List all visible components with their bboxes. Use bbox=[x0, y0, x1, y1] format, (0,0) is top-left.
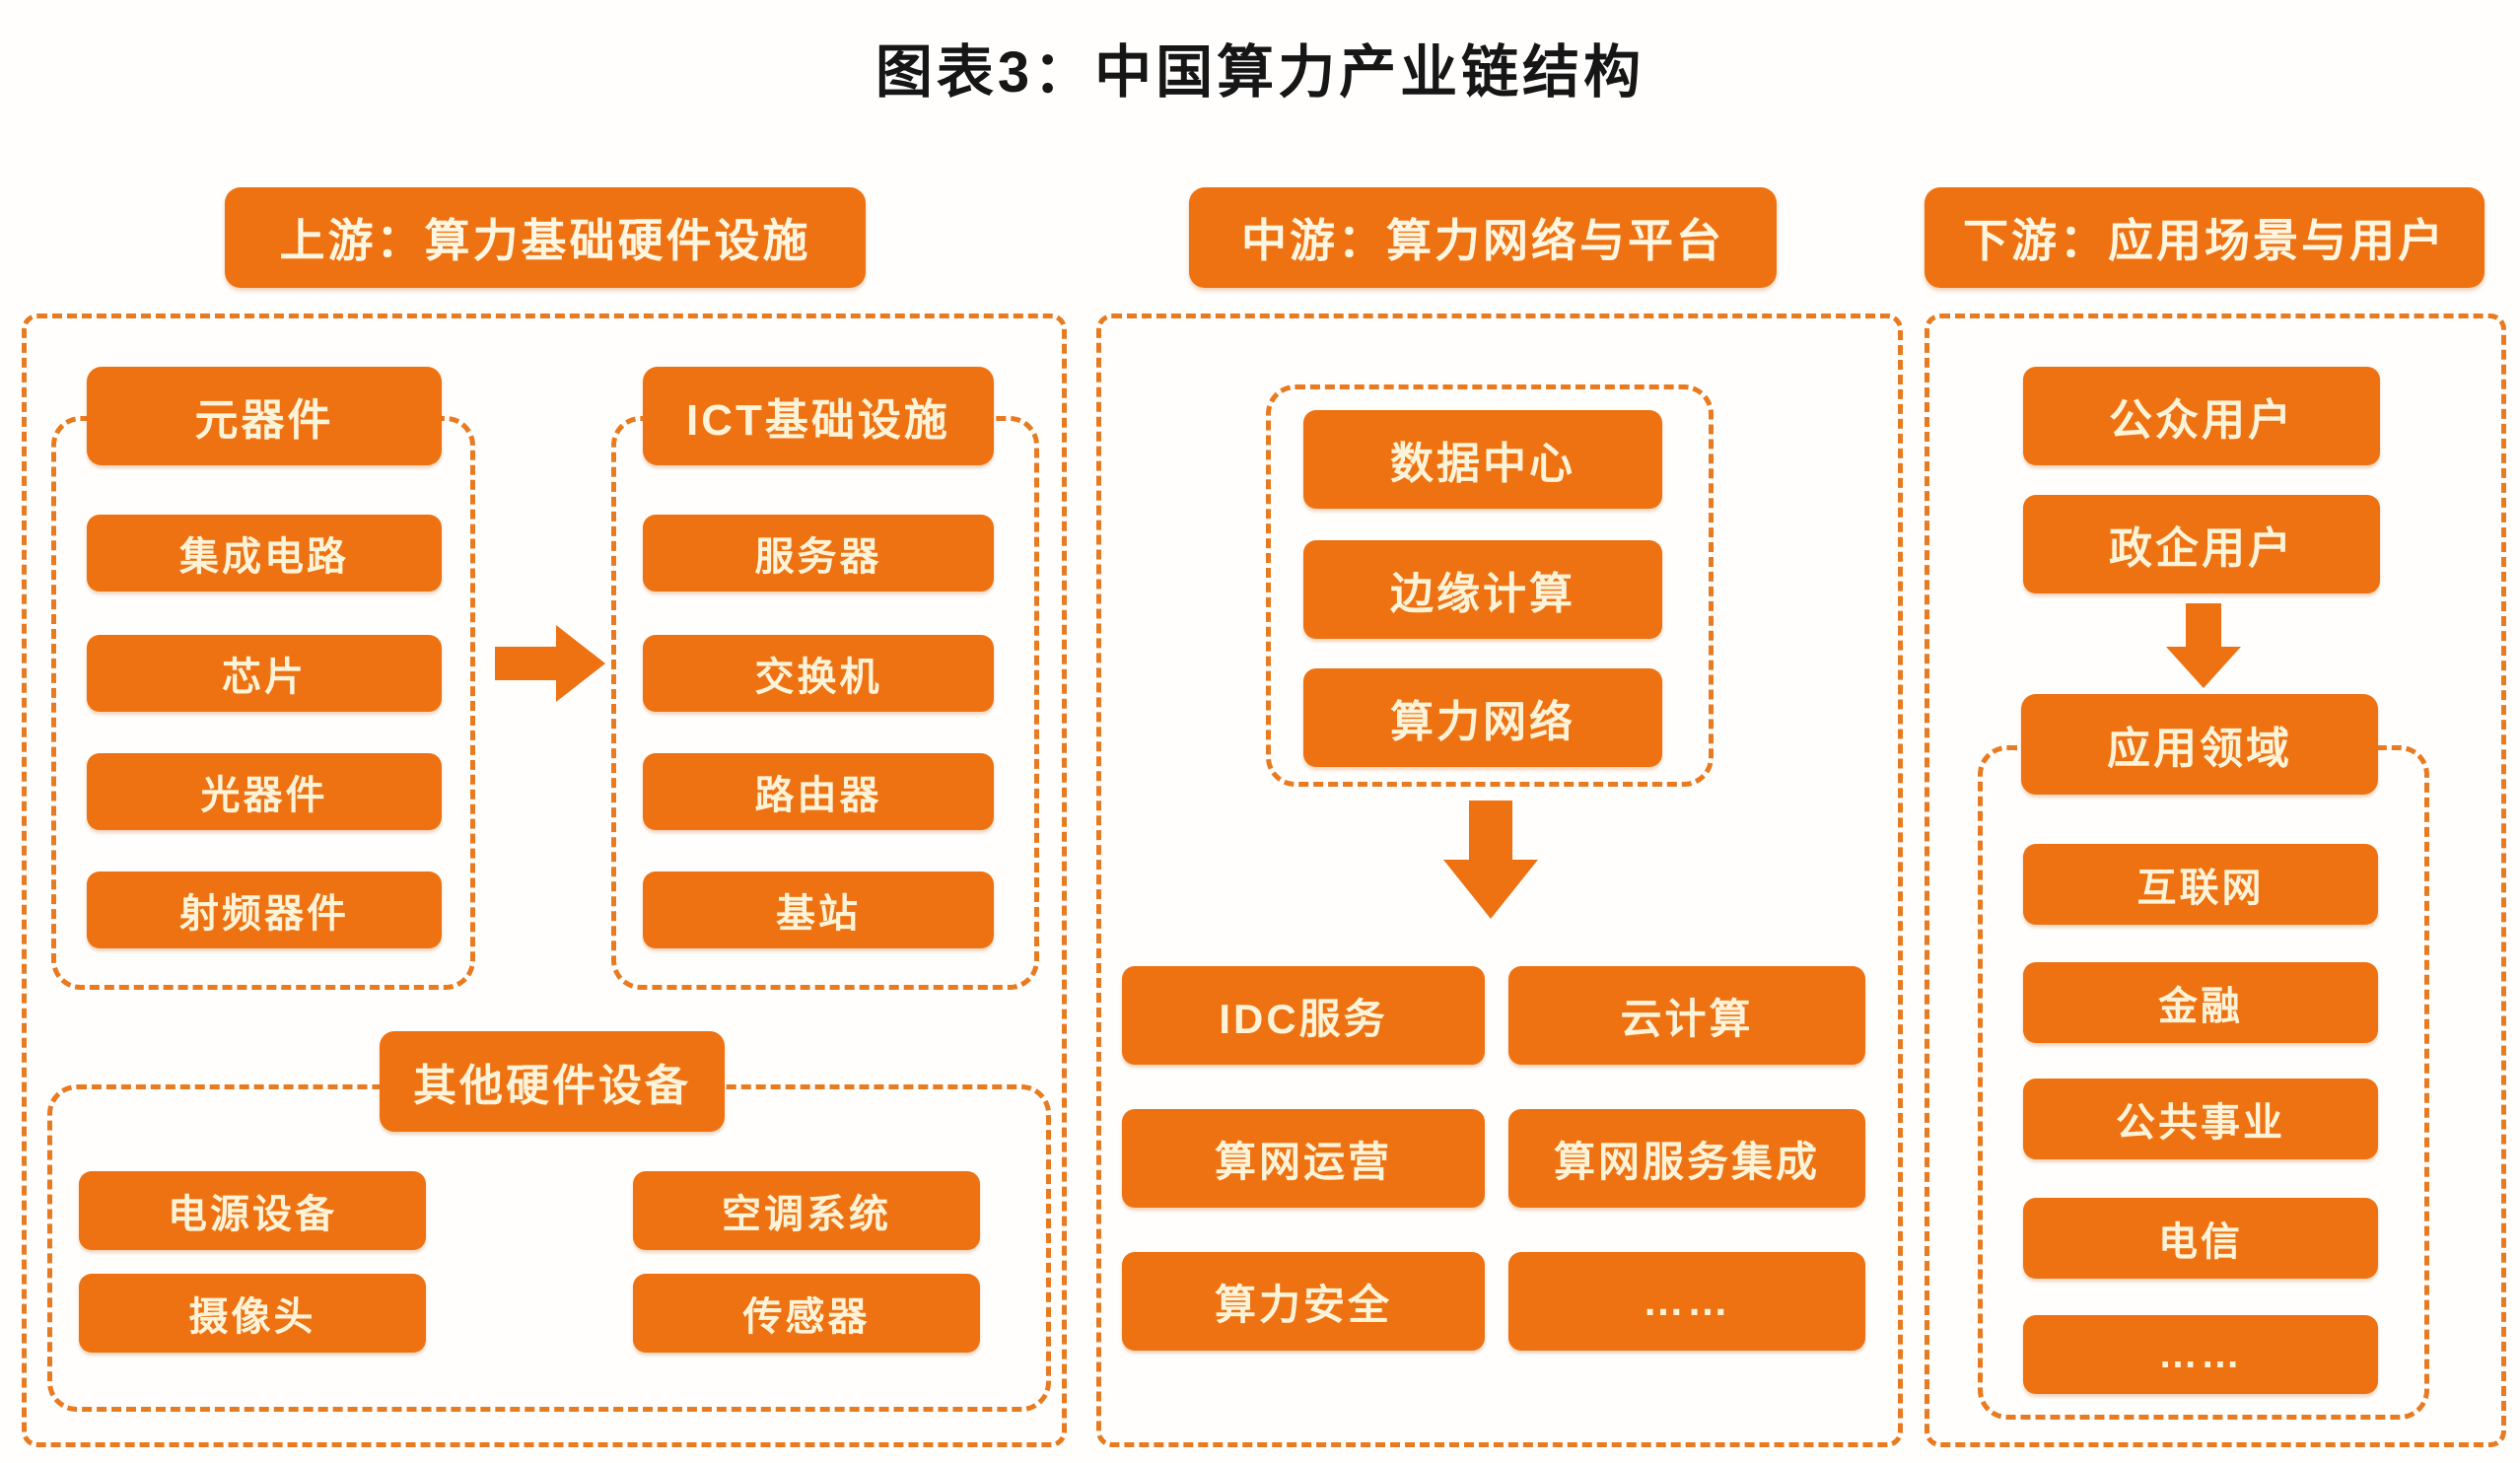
other-hardware-item: 电源设备 bbox=[79, 1171, 426, 1250]
ict-item: 交换机 bbox=[643, 635, 994, 712]
component-item: 集成电路 bbox=[87, 515, 442, 592]
component-item: 射频器件 bbox=[87, 871, 442, 948]
component-item: 芯片 bbox=[87, 635, 442, 712]
other-hardware-header: 其他硬件设备 bbox=[380, 1031, 725, 1132]
network-platform-item: 算力网络 bbox=[1303, 668, 1662, 767]
application-item: 金融 bbox=[2023, 962, 2378, 1043]
network-platform-item: 数据中心 bbox=[1303, 410, 1662, 509]
service-item: 算力安全 bbox=[1122, 1252, 1485, 1351]
user-item: 政企用户 bbox=[2023, 495, 2380, 593]
service-item: 算网服务集成 bbox=[1508, 1109, 1865, 1208]
midstream-header: 中游：算力网络与平台 bbox=[1189, 187, 1777, 288]
down-arrow-icon bbox=[2166, 603, 2241, 688]
other-hardware-item: 摄像头 bbox=[79, 1274, 426, 1353]
downstream-header: 下游：应用场景与用户 bbox=[1925, 187, 2485, 288]
service-item: 云计算 bbox=[1508, 966, 1865, 1065]
ict-group-header: ICT基础设施 bbox=[643, 367, 994, 465]
network-platform-group-border bbox=[1266, 384, 1714, 787]
down-arrow-icon bbox=[1443, 801, 1538, 919]
network-platform-item: 边缘计算 bbox=[1303, 540, 1662, 639]
service-item: IDC服务 bbox=[1122, 966, 1485, 1065]
component-item: 光器件 bbox=[87, 753, 442, 830]
other-hardware-item: 空调系统 bbox=[633, 1171, 980, 1250]
other-hardware-item: 传感器 bbox=[633, 1274, 980, 1353]
service-item: 算网运营 bbox=[1122, 1109, 1485, 1208]
application-item: …… bbox=[2023, 1315, 2378, 1394]
midstream-column-border bbox=[1096, 314, 1903, 1447]
downstream-column-border bbox=[1925, 314, 2506, 1447]
upstream-header: 上游：算力基础硬件设施 bbox=[225, 187, 866, 288]
application-item: 公共事业 bbox=[2023, 1079, 2378, 1159]
application-item: 电信 bbox=[2023, 1198, 2378, 1279]
ict-item: 路由器 bbox=[643, 753, 994, 830]
service-item: …… bbox=[1508, 1252, 1865, 1351]
application-item: 互联网 bbox=[2023, 844, 2378, 925]
components-group-header: 元器件 bbox=[87, 367, 442, 465]
chart-title: 图表3：中国算力产业链结构 bbox=[875, 40, 1645, 104]
ict-item: 服务器 bbox=[643, 515, 994, 592]
ict-item: 基站 bbox=[643, 871, 994, 948]
right-arrow-icon bbox=[495, 625, 605, 702]
upstream-column-border bbox=[22, 314, 1067, 1447]
user-item: 公众用户 bbox=[2023, 367, 2380, 465]
applications-group-header: 应用领域 bbox=[2021, 694, 2378, 795]
